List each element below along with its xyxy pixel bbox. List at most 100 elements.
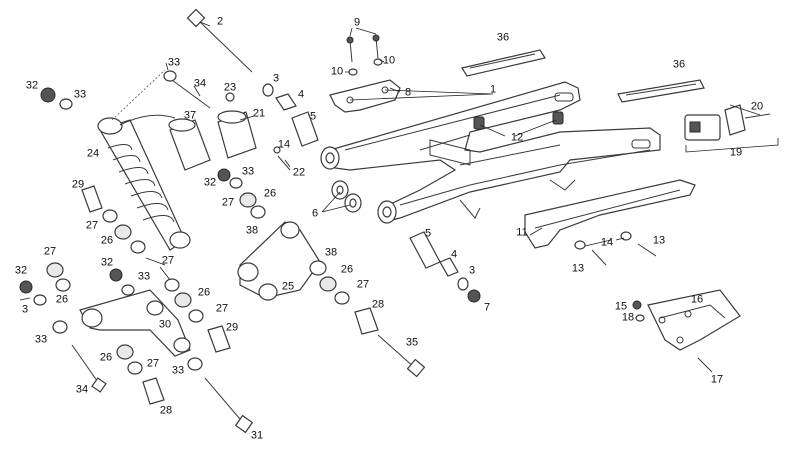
pivot-bushings-6 <box>331 180 362 213</box>
callout-26: 26 <box>100 234 114 247</box>
callout-21: 21 <box>252 107 266 120</box>
callout-26: 26 <box>55 293 69 306</box>
callout-3: 3 <box>468 264 476 277</box>
callout-35: 35 <box>405 336 419 349</box>
bolt-35 <box>377 334 426 378</box>
callout-28: 28 <box>371 298 385 311</box>
linkage-30 <box>79 289 191 357</box>
callout-26: 26 <box>99 351 113 364</box>
callout-5: 5 <box>424 227 432 240</box>
callout-37: 37 <box>183 109 197 122</box>
callout-14: 14 <box>277 138 291 151</box>
callout-27: 27 <box>221 196 235 209</box>
callout-5: 5 <box>309 110 317 123</box>
callout-29: 29 <box>225 321 239 334</box>
bracket-8 <box>329 79 401 113</box>
chain-pad-36 <box>461 49 546 77</box>
nut-23 <box>225 92 235 102</box>
callout-34: 34 <box>75 383 89 396</box>
callout-26: 26 <box>197 286 211 299</box>
callout-26: 26 <box>340 263 354 276</box>
callout-18: 18 <box>621 311 635 324</box>
callout-33: 33 <box>73 88 87 101</box>
callout-22: 22 <box>292 166 306 179</box>
callout-1: 1 <box>489 83 497 96</box>
center-bushings <box>164 278 231 353</box>
plate-16 <box>632 289 741 373</box>
callout-32: 32 <box>100 256 114 269</box>
callout-26: 26 <box>263 187 277 200</box>
callout-28: 28 <box>159 404 173 417</box>
shock-absorber-24 <box>97 69 191 251</box>
callout-30: 30 <box>158 318 172 331</box>
callout-2: 2 <box>216 15 224 28</box>
rocker-right-bushings <box>309 260 379 335</box>
callout-4: 4 <box>450 248 458 261</box>
callout-7: 7 <box>483 301 491 314</box>
callout-27: 27 <box>146 357 160 370</box>
callout-32: 32 <box>14 264 28 277</box>
chain-pad-36-second <box>617 79 705 103</box>
spacer-group-top <box>262 83 319 147</box>
reservoir-37 <box>168 118 211 171</box>
bolt-31 <box>204 377 254 434</box>
callout-3: 3 <box>272 72 280 85</box>
callout-33: 33 <box>167 56 181 69</box>
callout-14: 14 <box>600 236 614 249</box>
callout-33: 33 <box>137 270 151 283</box>
callout-8: 8 <box>404 86 412 99</box>
clamp-21 <box>217 110 257 159</box>
swingarm <box>320 81 661 224</box>
callout-20: 20 <box>750 100 764 113</box>
callout-27: 27 <box>85 219 99 232</box>
callout-17: 17 <box>710 373 724 386</box>
callout-33: 33 <box>171 364 185 377</box>
left-bushings <box>81 185 146 254</box>
callout-15: 15 <box>614 300 628 313</box>
callout-33: 33 <box>241 165 255 178</box>
callout-23: 23 <box>223 81 237 94</box>
callout-38: 38 <box>245 224 259 237</box>
chain-adjuster-19 <box>684 104 779 153</box>
callout-24: 24 <box>86 147 100 160</box>
callout-3: 3 <box>21 303 29 316</box>
spacer-group-right <box>409 231 481 303</box>
callout-31: 31 <box>250 429 264 442</box>
callout-13: 13 <box>652 234 666 247</box>
callout-10: 10 <box>382 54 396 67</box>
callout-27: 27 <box>161 254 175 267</box>
upper-rocker-bushings <box>217 168 266 219</box>
pin-22 <box>273 146 291 171</box>
callout-27: 27 <box>43 245 57 258</box>
callout-29: 29 <box>71 178 85 191</box>
bolt-34-bottom <box>71 344 107 393</box>
callout-4: 4 <box>297 88 305 101</box>
callout-32: 32 <box>203 176 217 189</box>
callout-25: 25 <box>281 280 295 293</box>
linkage-left-bushings <box>19 262 203 405</box>
chain-guard <box>524 179 696 249</box>
callout-32: 32 <box>25 79 39 92</box>
callout-27: 27 <box>356 278 370 291</box>
callout-16: 16 <box>690 293 704 306</box>
bolt-34-top <box>163 70 211 109</box>
callout-38: 38 <box>324 246 338 259</box>
blocks-12 <box>473 111 564 130</box>
callout-27: 27 <box>215 302 229 315</box>
rocker-25 <box>237 221 321 301</box>
callout-36: 36 <box>672 58 686 71</box>
fasteners-13-14 <box>574 231 657 266</box>
callout-33: 33 <box>34 333 48 346</box>
nut-32-washer-33-left <box>40 87 73 110</box>
callout-36: 36 <box>496 31 510 44</box>
callout-13: 13 <box>571 262 585 275</box>
callout-34: 34 <box>193 77 207 90</box>
leader-lines <box>19 21 761 301</box>
callout-19: 19 <box>729 146 743 159</box>
callout-12: 12 <box>510 131 524 144</box>
callout-11: 11 <box>516 226 528 239</box>
callout-10: 10 <box>330 65 344 78</box>
callout-9: 9 <box>353 16 361 29</box>
callout-6: 6 <box>311 207 319 220</box>
